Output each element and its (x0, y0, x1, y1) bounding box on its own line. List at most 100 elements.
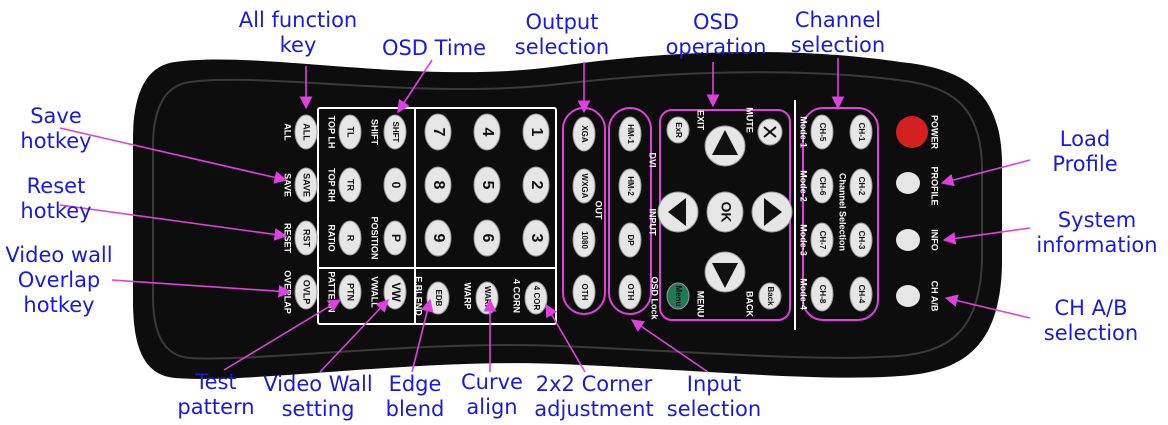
back-key-label: Back (766, 286, 775, 306)
digit-key-6-label: 6 (479, 234, 496, 243)
info-button[interactable] (896, 229, 920, 251)
ch-key-ch-5[interactable]: CH-5 (810, 114, 834, 150)
key-r[interactable]: R (338, 220, 362, 256)
label-chab: CH A/B (930, 281, 940, 312)
digit-key-5-label: 5 (479, 181, 496, 190)
out-key-2[interactable]: 1080 (572, 222, 596, 258)
exit-key[interactable]: ExR (666, 116, 690, 144)
key-col3-0[interactable]: SHFT (383, 114, 407, 150)
in-key-3-label: OTH (626, 284, 635, 301)
key-save[interactable]: SAVE (294, 167, 318, 203)
digit-key-7-label: 7 (430, 128, 447, 137)
key-all-label: ALL (302, 123, 312, 141)
key-rst-label: RST (302, 229, 312, 248)
digit-key-4-label: 4 (479, 128, 496, 137)
key-col3-0-label: SHFT (391, 122, 400, 143)
label-col2-3: PATTERN (327, 271, 337, 312)
leader-line (397, 59, 433, 114)
digit-key-7[interactable]: 7 (424, 113, 452, 151)
arrow-down-key[interactable] (704, 251, 746, 293)
in-key-1[interactable]: HM-2 (618, 168, 642, 204)
ch-key-ch-2[interactable]: CH-2 (849, 168, 873, 204)
key-func-0[interactable]: EDB (426, 281, 450, 315)
arrow-left-key[interactable] (657, 191, 699, 233)
key-ovlp-label: OVLP (302, 280, 312, 305)
digit-key-2[interactable]: 2 (522, 166, 550, 204)
key-ptn[interactable]: PTN (338, 274, 362, 310)
remote-body-inner (152, 71, 983, 360)
in-key-2[interactable]: DP (618, 222, 642, 258)
digit-key-4[interactable]: 4 (473, 113, 501, 151)
in-key-1-label: HM-2 (626, 176, 635, 196)
digit-key-9[interactable]: 9 (424, 219, 452, 257)
leader-line (944, 294, 1031, 319)
arrow-up-key[interactable] (704, 125, 746, 167)
arrow-down-icon (712, 263, 738, 288)
label-menu: MENU (696, 291, 706, 318)
key-col3-3[interactable]: VW (383, 274, 407, 310)
in-key-0-label: HM-1 (626, 124, 635, 144)
out-key-0[interactable]: XGA (572, 116, 596, 152)
key-ovlp[interactable]: OVLP (294, 274, 318, 310)
digit-key-3[interactable]: 3 (522, 219, 550, 257)
key-col3-2[interactable]: P (383, 220, 407, 256)
ch-key-ch-3-label: CH-3 (857, 231, 866, 250)
digit-key-3-label: 3 (528, 234, 545, 243)
arrow-up-icon (712, 130, 738, 155)
leader-line (411, 298, 434, 373)
ch-key-ch-7[interactable]: CH-7 (810, 222, 834, 258)
digit-key-8[interactable]: 8 (424, 166, 452, 204)
profile-button[interactable] (896, 172, 920, 194)
label-mute: MUTE (745, 107, 755, 133)
key-func-2-label: 4 COR (532, 286, 541, 311)
key-func-2[interactable]: 4 COR (524, 281, 548, 315)
menu-key[interactable]: Menu (666, 282, 690, 310)
key-func-1[interactable]: WARP (475, 281, 499, 315)
ch-key-ch-8[interactable]: CH-8 (810, 276, 834, 312)
leader-line (59, 127, 288, 184)
key-tl[interactable]: TL (338, 114, 362, 150)
digit-key-5[interactable]: 5 (473, 166, 501, 204)
ch-key-ch-6[interactable]: CH-6 (810, 168, 834, 204)
digit-key-6[interactable]: 6 (473, 219, 501, 257)
label-mode-3: Mode-3 (799, 224, 809, 256)
out-key-3[interactable]: OTH (572, 274, 596, 310)
ch-key-ch-4[interactable]: CH-4 (849, 276, 873, 312)
ch-key-ch-3[interactable]: CH-3 (849, 222, 873, 258)
ok-key-label: OK (718, 202, 734, 223)
label-func-1: WARP (463, 283, 473, 310)
in-key-3[interactable]: OTH (618, 274, 642, 310)
arrow-left-icon (668, 198, 686, 226)
digit-key-2-label: 2 (528, 181, 545, 190)
chab-button[interactable] (896, 285, 920, 307)
label-out: OUT (594, 201, 604, 221)
back-key[interactable]: Back (758, 282, 782, 310)
arrow-right-key[interactable] (751, 191, 793, 233)
label-osd-lock: OSD Lock (650, 276, 660, 320)
ok-key[interactable]: OK (706, 191, 744, 233)
key-tr[interactable]: TR (338, 167, 362, 203)
label-all: ALL (283, 123, 293, 141)
label-mode-2: Mode-2 (799, 170, 809, 202)
out-key-1[interactable]: WXGA (572, 168, 596, 204)
key-rst[interactable]: RST (294, 220, 318, 256)
label-func-0: E.BLEND (414, 276, 424, 316)
key-col3-1[interactable]: 0 (383, 167, 407, 203)
key-all[interactable]: ALL (294, 114, 318, 150)
digit-key-1[interactable]: 1 (522, 113, 550, 151)
ch-key-ch-1[interactable]: CH-1 (849, 114, 873, 150)
label-func-2: 4 CORN (512, 279, 522, 313)
in-key-0[interactable]: HM-1 (618, 116, 642, 152)
remote-body (133, 52, 1002, 379)
label-power: POWER (930, 115, 940, 150)
label-save: SAVE (283, 173, 293, 197)
power-button[interactable] (896, 116, 928, 148)
